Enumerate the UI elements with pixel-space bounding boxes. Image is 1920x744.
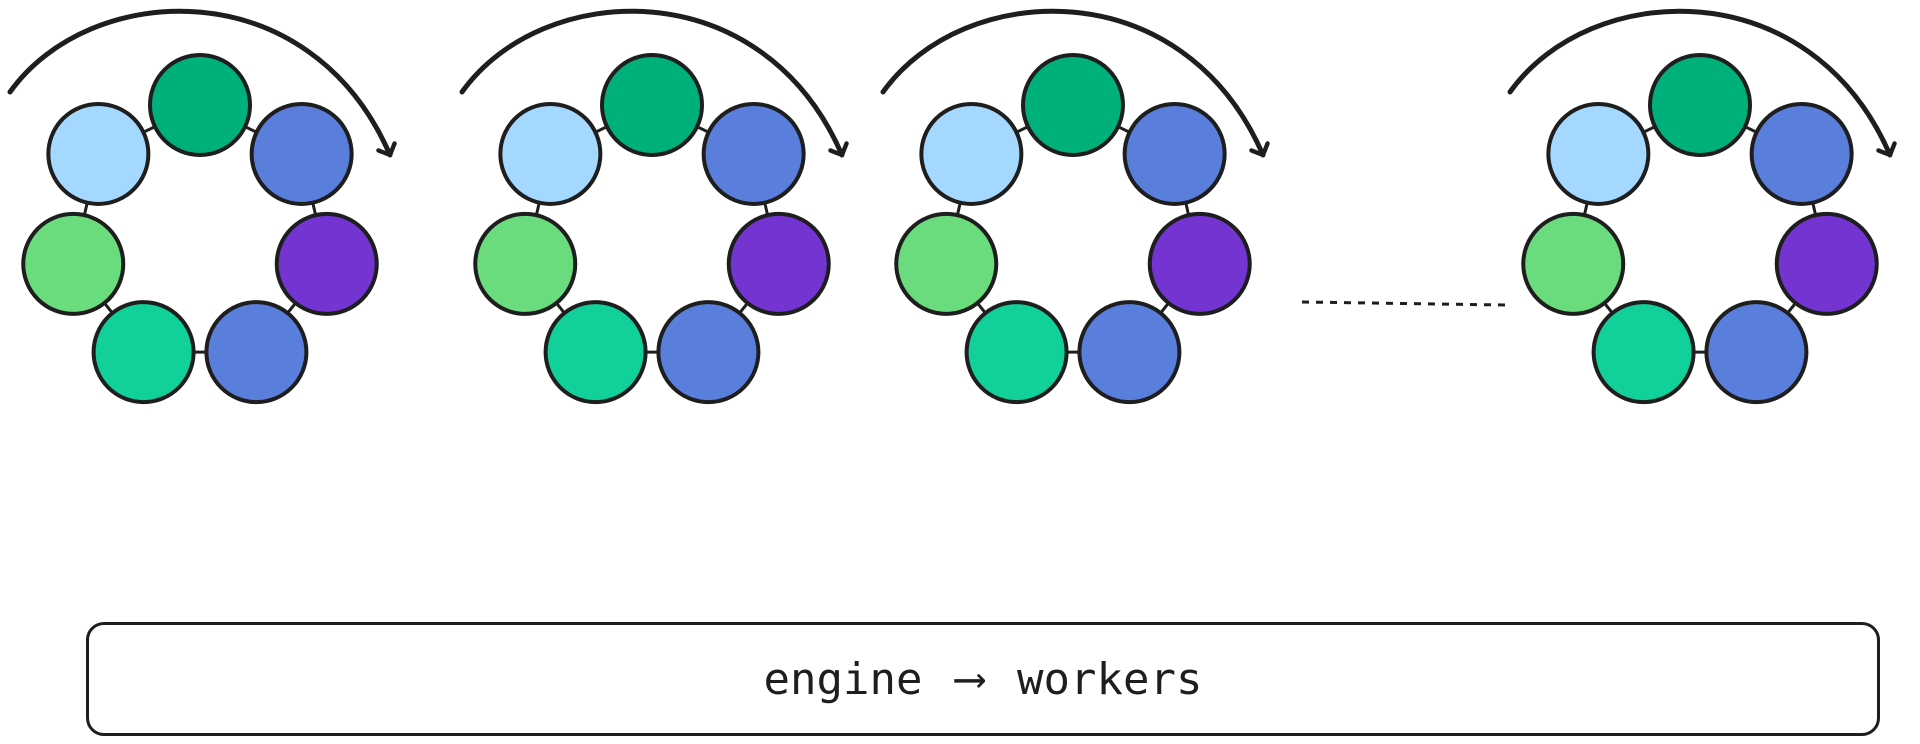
ring-link	[103, 302, 114, 314]
worker-node	[473, 211, 578, 316]
worker-node	[498, 101, 603, 206]
ring-link	[696, 125, 710, 134]
worker-node	[204, 300, 309, 405]
worker-ring	[459, 8, 849, 405]
worker-node	[91, 300, 196, 405]
worker-node	[1122, 101, 1227, 206]
ring-link	[82, 202, 89, 216]
ring-link	[1744, 125, 1758, 134]
ring-link	[1184, 202, 1191, 216]
worker-node	[701, 101, 806, 206]
ring-link	[244, 125, 258, 134]
worker-node	[1521, 211, 1626, 316]
worker-node	[1546, 101, 1651, 206]
curved-arrow-icon	[880, 8, 1270, 158]
worker-node	[46, 101, 151, 206]
ring-link	[594, 125, 608, 134]
worker-ring	[1507, 8, 1897, 405]
worker-node	[1591, 300, 1696, 405]
engine-label: engine ⟶ workers	[764, 654, 1203, 705]
worker-node	[249, 101, 354, 206]
curved-arrow-icon	[1507, 8, 1897, 158]
ring-link	[1603, 302, 1614, 314]
engine-box: engine ⟶ workers	[86, 622, 1880, 736]
worker-node	[894, 211, 999, 316]
worker-node	[148, 53, 252, 157]
worker-node	[919, 101, 1024, 206]
worker-node	[1021, 53, 1125, 157]
worker-node	[1147, 211, 1252, 316]
ring-link	[1786, 302, 1797, 314]
curved-arrow-icon	[459, 8, 849, 158]
rings-layer	[7, 8, 1897, 405]
ring-link	[1811, 202, 1818, 216]
ring-link	[1015, 125, 1029, 134]
ring-link	[1582, 202, 1589, 216]
ring-link	[534, 202, 541, 216]
ring-link	[555, 302, 566, 314]
worker-node	[726, 211, 831, 316]
worker-node	[21, 211, 126, 316]
worker-node	[1774, 211, 1879, 316]
curved-arrow-icon	[7, 8, 397, 158]
worker-node	[1749, 101, 1854, 206]
ring-link	[763, 202, 770, 216]
arrow-right-icon: ⟶	[956, 653, 984, 704]
ring-link	[955, 202, 962, 216]
workers-text: workers	[1017, 653, 1203, 705]
worker-node	[543, 300, 648, 405]
ring-link	[286, 302, 297, 314]
ring-link	[976, 302, 987, 314]
ring-link	[1159, 302, 1170, 314]
worker-node	[964, 300, 1069, 405]
worker-ring	[7, 8, 397, 405]
worker-node	[1648, 53, 1752, 157]
worker-node	[1704, 300, 1809, 405]
ring-link	[738, 302, 749, 314]
ring-link	[1642, 125, 1656, 134]
worker-node	[1077, 300, 1182, 405]
worker-node	[274, 211, 379, 316]
worker-node	[600, 53, 704, 157]
ring-link	[311, 202, 318, 216]
worker-node	[656, 300, 761, 405]
ring-link	[1117, 125, 1131, 134]
engine-text: engine	[763, 653, 923, 705]
ring-link	[142, 125, 156, 134]
dotted-line-icon	[1301, 300, 1506, 307]
worker-ring	[880, 8, 1270, 405]
